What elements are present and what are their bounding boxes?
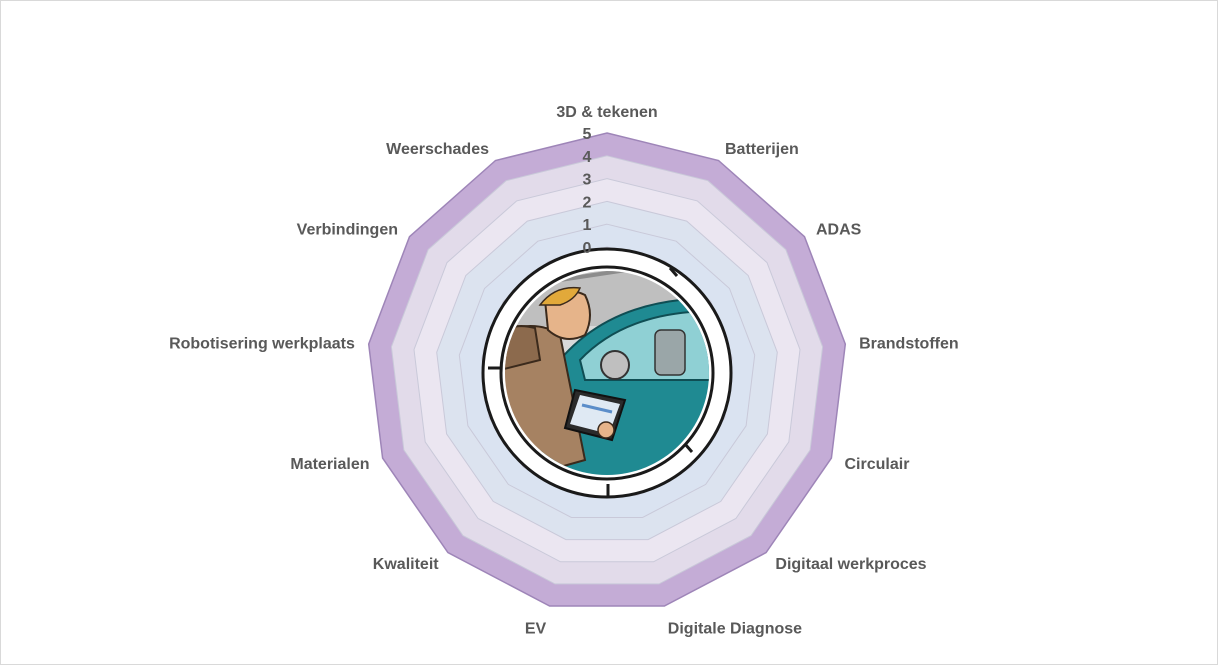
category-label-1: Batterijen bbox=[725, 141, 799, 158]
radar-gridline-4 bbox=[390, 155, 824, 585]
mechanic-car-scene bbox=[505, 271, 709, 475]
category-label-0: 3D & tekenen bbox=[556, 104, 657, 121]
center-illustration bbox=[481, 247, 733, 499]
tick-label-4: 4 bbox=[583, 149, 592, 166]
radar-gridline-5 bbox=[367, 132, 847, 607]
category-label-4: Circulair bbox=[845, 456, 910, 473]
category-label-11: Verbindingen bbox=[297, 222, 398, 239]
tick-label-2: 2 bbox=[583, 194, 592, 211]
tick-label-3: 3 bbox=[583, 172, 592, 189]
radar-gridline-1 bbox=[458, 223, 756, 518]
category-label-9: Materialen bbox=[290, 456, 369, 473]
radar-gridline-3 bbox=[413, 178, 801, 563]
category-label-7: EV bbox=[525, 621, 547, 638]
tick-label-1: 1 bbox=[583, 217, 592, 234]
tick-label-5: 5 bbox=[583, 126, 592, 143]
category-label-2: ADAS bbox=[816, 222, 862, 239]
category-label-10: Robotisering werkplaats bbox=[169, 335, 355, 352]
category-label-12: Weerschades bbox=[386, 141, 489, 158]
category-label-6: Digitale Diagnose bbox=[668, 621, 802, 638]
radar-gridline-2 bbox=[436, 200, 778, 541]
radial-tick-labels: 0 1 2 3 4 5 bbox=[583, 126, 592, 257]
category-label-3: Brandstoffen bbox=[859, 335, 959, 352]
category-label-5: Digitaal werkproces bbox=[775, 556, 926, 573]
category-label-8: Kwaliteit bbox=[373, 556, 439, 573]
tick-label-0: 0 bbox=[583, 240, 592, 257]
